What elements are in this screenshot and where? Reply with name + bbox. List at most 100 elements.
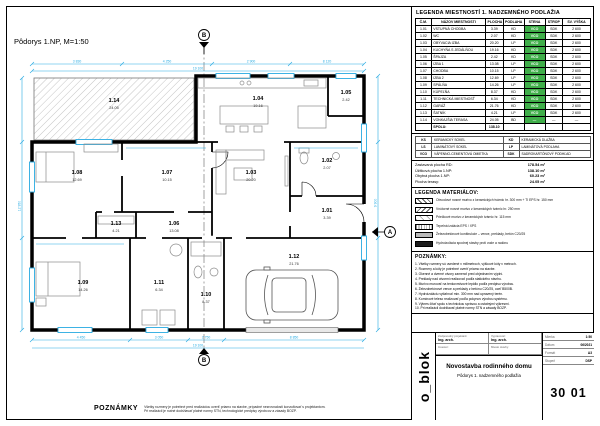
cell-wall-finish: VCO xyxy=(523,95,546,103)
cell-area: 8.37 xyxy=(485,88,504,96)
svg-text:3 050: 3 050 xyxy=(155,336,164,340)
cell-floor: KD xyxy=(502,88,525,96)
cell-room-name: IZBA 1 xyxy=(430,60,487,68)
cell-wall-finish: VCO xyxy=(523,109,546,117)
cell-room-id: 1.02 xyxy=(415,32,432,40)
cell-note: 2 600 xyxy=(562,25,591,33)
garage-door xyxy=(245,327,339,333)
legend-row: 1.08 IZBA 2 12.69 LP VCO SDK 2 600 xyxy=(415,74,591,82)
room-label: 1.10 xyxy=(201,292,212,298)
legend-row: 1.03 OBÝVACIA IZBA 20.20 LP VCO SDK 2 60… xyxy=(415,39,591,47)
note-line: 2. Rozmery a kóty je potrebné overiť pri… xyxy=(415,266,496,271)
cell-wall-finish: VCO xyxy=(523,102,546,110)
svg-text:19 100: 19 100 xyxy=(193,344,203,348)
cell xyxy=(562,123,591,131)
room-area: 19.16 xyxy=(253,104,263,108)
column-header: SV. VÝŠKA xyxy=(562,18,591,26)
note-line: 8. Komínové teleso realizovať podľa poky… xyxy=(415,296,508,301)
area-summary: Zastavaná plocha RD: 178.54 m² Úžitková … xyxy=(412,161,594,188)
cell-note: 2 600 xyxy=(562,60,591,68)
cell-room-id: 1.13 xyxy=(415,109,432,117)
cell-wall-finish: VCO xyxy=(523,53,546,61)
cell-area: 24.05 xyxy=(485,116,504,124)
note-line: 9. Výkres čítať spolu s technickou správ… xyxy=(415,301,510,306)
area-line: Úžitková plocha 1.NP: 138.10 m² xyxy=(415,169,545,175)
cell-room-name: VONKAJŠIA TERASA xyxy=(430,116,487,124)
svg-text:9 900: 9 900 xyxy=(374,199,378,208)
cell-wall-finish: VCO xyxy=(523,39,546,47)
svg-text:3 830: 3 830 xyxy=(73,60,82,64)
cell-floor: KD xyxy=(502,25,525,33)
room-area: 4.21 xyxy=(112,229,119,233)
interior-walls xyxy=(32,76,364,330)
area-label: Zastavaná plocha RD: xyxy=(415,163,453,167)
cell-note: 2 600 xyxy=(562,67,591,75)
cell-area: 2.42 xyxy=(485,53,504,61)
cell xyxy=(523,123,546,131)
cell-area: 10.15 xyxy=(485,67,504,75)
cell-room-name: VSTUPNÁ CHODBA xyxy=(430,25,487,33)
cell-room-id: 1.03 xyxy=(415,39,432,47)
cell-note: 2 600 xyxy=(562,88,591,96)
finish-legend-row: LS LAMINÁTOVÝ SOKEL LP LAMINÁTOVÁ PODLAH… xyxy=(415,144,591,151)
title-block-field: Zodpovedný projektant:Ing. arch. xyxy=(436,333,489,344)
total-label: SPOLU: xyxy=(430,123,487,131)
finish-name: SADROKARTÓNOVÝ PODHĽAD xyxy=(521,152,571,156)
hatch-swatch-insulation xyxy=(415,223,433,230)
legend-row: 1.10 KÚPEĽŇA 8.37 KD VCO SDK 2 600 xyxy=(415,88,591,96)
room-area: 6.34 xyxy=(155,288,162,292)
area-line: Plocha terasy: 24.05 m² xyxy=(415,180,545,186)
hatch-swatch-concrete xyxy=(415,232,433,238)
cell-wall-finish: VCO xyxy=(523,81,546,89)
cell-floor: LP xyxy=(502,39,525,47)
cell-room-name: ŠPAJZA xyxy=(430,53,487,61)
cell-ceiling: SDK xyxy=(544,32,563,40)
material-label: Tepelná izolácia EPS / XPS xyxy=(436,223,477,228)
cell-area: 21.76 xyxy=(485,102,504,110)
cell-floor: LP xyxy=(502,74,525,82)
hatch-swatch-partition xyxy=(415,215,433,221)
cell-room-id: 1.06 xyxy=(415,60,432,68)
section-markers: B B A xyxy=(198,29,396,366)
cell-floor: KD xyxy=(502,46,525,54)
cell-room-id: 1.05 xyxy=(415,53,432,61)
note-line: 10. Pri realizácii dodržiavať platné nor… xyxy=(415,306,507,311)
room-area: 24.05 xyxy=(109,106,119,110)
material-label: Vnútorné nosné murivo z keramických tvár… xyxy=(436,206,520,211)
svg-text:8 850: 8 850 xyxy=(290,336,299,340)
cell-room-name: ŠATNÍK xyxy=(430,109,487,117)
legend-row: 1.04 KUCHYŇA S JEDÁLŇOU 19.16 KD VCO SDK… xyxy=(415,46,591,54)
finish-abbrev: KD xyxy=(504,137,520,143)
room-area: 13.08 xyxy=(169,229,179,233)
cell-room-name: KUCHYŇA S JEDÁLŇOU xyxy=(430,46,487,54)
plan-note: Všetky rozmery je potrebné pred realizác… xyxy=(144,404,326,409)
cell-room-id: 1.14 xyxy=(415,116,432,124)
room-label: 1.06 xyxy=(169,221,180,227)
title-block: o_blok Zodpovedný projektant:Ing. arch. … xyxy=(412,332,594,420)
cell xyxy=(415,123,432,131)
svg-text:4 250: 4 250 xyxy=(163,60,172,64)
room-label: 1.09 xyxy=(78,280,89,286)
legend-row: 1.09 SPÁLŇA 14.26 LP VCO SDK 2 600 xyxy=(415,81,591,89)
meta-value: 1:50 xyxy=(585,334,592,339)
finish-name: LAMINÁTOVÁ PODLAHA xyxy=(521,145,560,149)
area-value: 24.05 m² xyxy=(529,179,545,184)
finish-name: VÁPENNO-CEMENTOVÁ OMIETKA xyxy=(432,151,504,157)
meta-label: Mierka xyxy=(545,334,555,339)
cell-room-id: 1.04 xyxy=(415,46,432,54)
cell-floor: KD xyxy=(502,53,525,61)
field-label: Zodpovedný projektant: xyxy=(438,334,468,338)
meta-row: Mierka 1:50 xyxy=(543,333,594,341)
legend-row: 1.12 GARÁŽ 21.76 KD VCO SDK 2 600 xyxy=(415,102,591,110)
room-label: 1.14 xyxy=(109,98,121,104)
finish-legend-row: KS KERAMICKÝ SOKEL KD KERAMICKÁ DLAŽBA xyxy=(415,136,591,144)
material-label: Hydroizolácia spodnej stavby proti vode … xyxy=(436,240,509,245)
cell-wall-finish: VCO xyxy=(523,74,546,82)
material-label: Priečkové murivo z keramických tvárnic h… xyxy=(436,215,511,220)
project-title: Novostavba rodinného domu xyxy=(446,363,532,370)
room-label: 1.05 xyxy=(341,90,352,96)
note-line: 4. Preklady nad otvormi realizovať podľa… xyxy=(415,276,502,281)
